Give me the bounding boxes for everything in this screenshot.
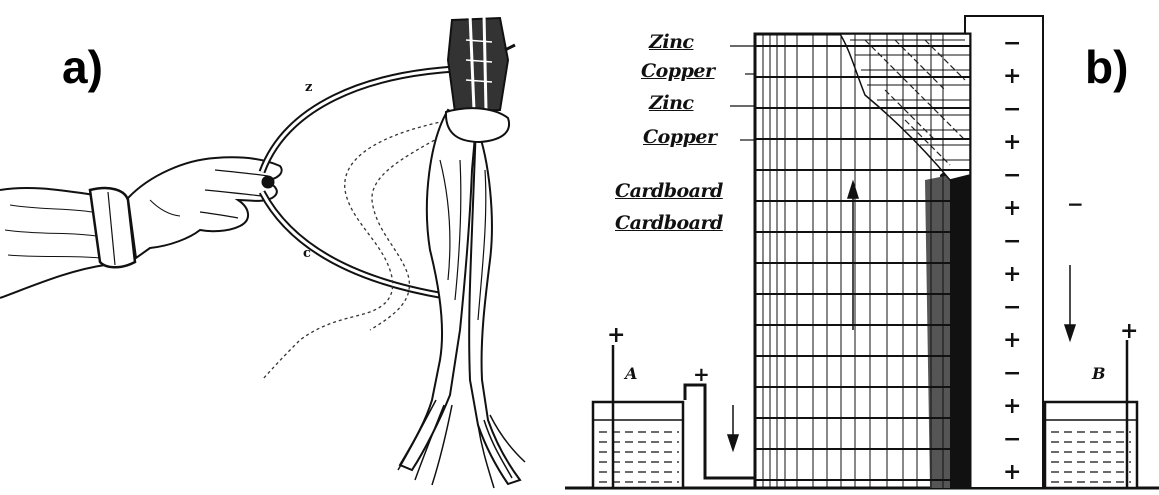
left-cell-cup (593, 345, 755, 488)
frog-legs (398, 108, 525, 488)
layer-label-cardboard-1: Cardboard (615, 180, 723, 202)
polarity-sign: + (1003, 261, 1021, 287)
polarity-sign: − (1003, 228, 1021, 254)
polarity-sign: − (1003, 96, 1021, 122)
polarity-sign: + (1003, 327, 1021, 353)
copper-wire-label: c (303, 246, 311, 261)
right-cell-plus-sign: + (1120, 318, 1138, 344)
panel-a-frog-experiment: a) z c (0, 0, 560, 495)
polarity-sign: − (1003, 162, 1021, 188)
layer-label-copper-1: Copper (641, 60, 714, 82)
zinc-wire-label: z (305, 80, 312, 95)
frog-spine (448, 14, 515, 112)
layer-label-zinc-1: Zinc (649, 31, 693, 53)
panel-b-label: b) (1085, 40, 1128, 94)
polarity-sign: + (1003, 129, 1021, 155)
polarity-sign: + (1003, 195, 1021, 221)
layer-label-cardboard-2: Cardboard (615, 212, 723, 234)
polarity-sign: + (1003, 393, 1021, 419)
left-cell-plus-sign: + (607, 322, 625, 348)
right-side-minus-sign: − (1067, 192, 1084, 216)
layer-label-copper-2: Copper (643, 126, 716, 148)
sleeve (0, 188, 135, 298)
polarity-sign: + (1003, 63, 1021, 89)
right-cell-cup (1045, 340, 1137, 488)
polarity-sign: + (1003, 459, 1021, 485)
polarity-sign: − (1003, 30, 1021, 56)
cell-label-b: B (1092, 364, 1106, 383)
polarity-sign: − (1003, 294, 1021, 320)
layer-label-zinc-2: Zinc (649, 92, 693, 114)
cell-label-a: A (625, 364, 637, 383)
label-leader-lines (730, 46, 755, 140)
pile-column (755, 34, 970, 488)
polarity-sign: − (1003, 426, 1021, 452)
panel-b-voltaic-pile: b) Zinc Copper Zinc Copper Cardboard Car… (565, 0, 1159, 495)
left-wire-plus-sign: + (693, 362, 710, 386)
panel-a-label: a) (62, 40, 103, 94)
leg-previous-position (262, 120, 455, 380)
polarity-sign: − (1003, 360, 1021, 386)
hand (128, 157, 282, 258)
